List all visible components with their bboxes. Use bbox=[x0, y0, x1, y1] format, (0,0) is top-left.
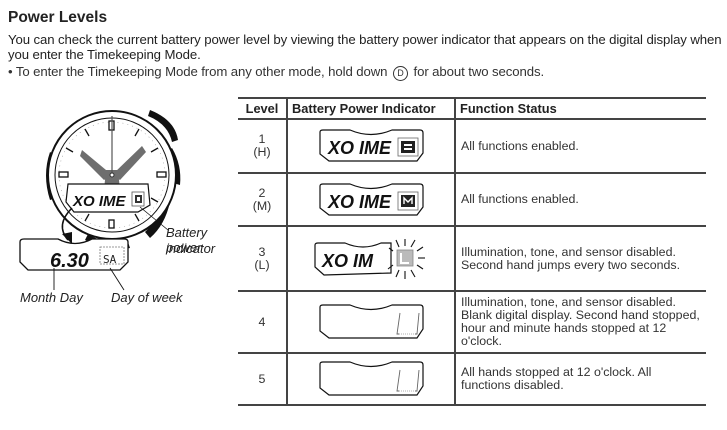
indicator-cell bbox=[287, 353, 456, 406]
lcd-level-3: XO IM bbox=[314, 238, 425, 279]
battery-indicator-caption-2: indicator bbox=[166, 241, 216, 256]
table-row: 5 All hands stopped at 12 o'clock. All f… bbox=[238, 353, 706, 406]
day-lcd-value: SA bbox=[103, 253, 117, 266]
indicator-cell: XO IME bbox=[287, 173, 456, 227]
watch-lcd-text: XO IME bbox=[72, 193, 127, 210]
level-number: 4 bbox=[258, 314, 266, 329]
status-cell: Illumination, tone, and sensor disabled.… bbox=[455, 291, 706, 354]
watch-battery-indicator bbox=[131, 191, 145, 207]
lcd-level-1: XO IME bbox=[319, 129, 424, 162]
level-code: (H) bbox=[253, 145, 271, 159]
level-cell: 4 bbox=[238, 291, 288, 354]
watch-lcd bbox=[65, 183, 151, 213]
watch-illustration: XO IME 6.30 SA Battery power indicator M… bbox=[0, 90, 240, 330]
table-header-row: Level Battery Power Indicator Function S… bbox=[238, 97, 706, 120]
header-status: Function Status bbox=[455, 97, 706, 120]
level-code: (L) bbox=[254, 257, 270, 272]
blinking-rays-icon bbox=[387, 238, 425, 279]
bullet-suffix: for about two seconds. bbox=[413, 64, 545, 79]
level-cell: 5 bbox=[238, 353, 288, 406]
battery-level-medium-icon bbox=[401, 194, 415, 207]
instruction-bullet: • To enter the Timekeeping Mode from any… bbox=[8, 64, 544, 81]
status-cell: All functions enabled. bbox=[455, 173, 706, 227]
table-row: 1 (H) XO IME All functions enabled. bbox=[238, 119, 706, 174]
level-number: 5 bbox=[258, 371, 266, 386]
level-cell: 2 (M) bbox=[238, 173, 288, 227]
lcd-level-2: XO IME bbox=[319, 182, 424, 216]
lcd-text: XO IME bbox=[327, 192, 392, 212]
button-d-icon: D bbox=[392, 66, 408, 81]
lcd-level-5 bbox=[319, 361, 424, 396]
lcd-level-4 bbox=[319, 304, 424, 339]
level-cell: 1 (H) bbox=[238, 119, 288, 174]
header-indicator: Battery Power Indicator bbox=[287, 97, 456, 120]
day-of-week-caption: Day of week bbox=[111, 290, 183, 305]
lcd-text: XO IM bbox=[321, 251, 374, 271]
battery-indicator-caption-1: Battery power bbox=[166, 225, 208, 255]
indicator-cell: XO IME bbox=[287, 119, 456, 174]
table-row: 4 Illumination, tone, and sensor disable… bbox=[238, 291, 706, 354]
table-row: 2 (M) XO IME All functions enabled. bbox=[238, 173, 706, 227]
lcd-text: XO IME bbox=[327, 138, 392, 158]
date-lcd-value: 6.30 bbox=[50, 250, 89, 272]
header-level: Level bbox=[238, 97, 288, 120]
level-number: 3 bbox=[258, 244, 266, 259]
indicator-cell: XO IM bbox=[287, 226, 456, 292]
status-cell: All functions enabled. bbox=[455, 119, 706, 174]
level-number: 1 bbox=[258, 132, 266, 146]
status-cell: All hands stopped at 12 o'clock. All fun… bbox=[455, 353, 706, 406]
month-day-caption: Month Day bbox=[20, 290, 83, 305]
level-number: 2 bbox=[258, 185, 266, 200]
bullet-prefix: • To enter the Timekeeping Mode from any… bbox=[8, 64, 388, 79]
level-code: (M) bbox=[252, 198, 272, 213]
table-row: 3 (L) XO IM bbox=[238, 226, 706, 292]
power-levels-table: Level Battery Power Indicator Function S… bbox=[238, 97, 706, 406]
watch-diagram: XO IME bbox=[19, 110, 181, 291]
level-cell: 3 (L) bbox=[238, 226, 288, 292]
intro-paragraph: You can check the current battery power … bbox=[8, 32, 722, 62]
indicator-cell bbox=[287, 291, 456, 354]
status-cell: Illumination, tone, and sensor disabled.… bbox=[455, 226, 706, 292]
section-title: Power Levels bbox=[8, 9, 108, 26]
